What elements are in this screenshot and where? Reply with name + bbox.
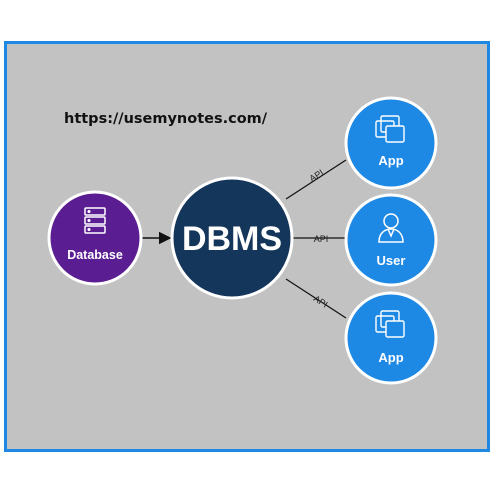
app-icon (375, 310, 405, 338)
database-circle (47, 190, 143, 286)
user-circle (344, 193, 438, 287)
database-label: Database (67, 248, 123, 262)
app-top-label: App (378, 153, 403, 168)
database-icon (84, 207, 106, 234)
app-bottom-label: App (378, 350, 403, 365)
app-top-circle (344, 96, 438, 190)
url-text: https://usemynotes.com/ (64, 111, 268, 127)
user-label: User (377, 253, 406, 268)
dbms-label: DBMS (182, 220, 282, 258)
dbms-circle (170, 176, 294, 300)
app-icon (375, 115, 405, 143)
api-top-label: API (308, 167, 326, 183)
api-bottom-label: API (312, 293, 330, 309)
api-bottom-connector (285, 278, 347, 319)
app-bottom-circle (344, 291, 438, 385)
database-node: Database (47, 190, 143, 286)
user-node: User (344, 193, 438, 287)
api-top-connector (285, 159, 347, 200)
api-middle-label: API (314, 234, 329, 244)
user-icon (378, 213, 404, 243)
dbms-node: DBMS (170, 176, 294, 300)
app-bottom-node: App (344, 291, 438, 385)
app-top-node: App (344, 96, 438, 190)
